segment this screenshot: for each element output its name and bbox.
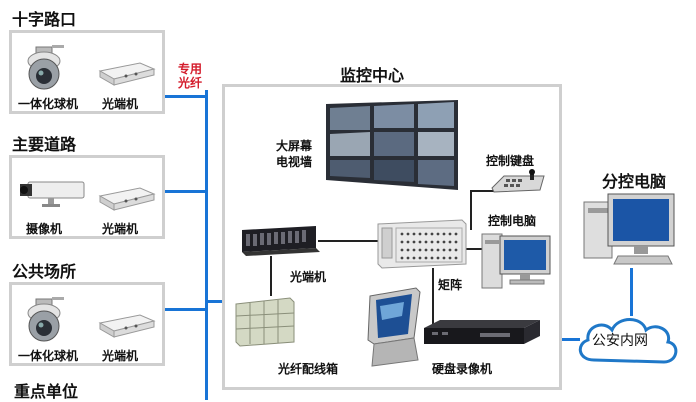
center-terminal-label: 光端机: [290, 270, 327, 284]
optical-terminal-icon: [98, 187, 156, 211]
video-wall-icon: [326, 100, 458, 190]
device-label-dome-camera-3: 一体化球机: [18, 349, 79, 363]
site-panel-main-road: 摄像机 光端机: [9, 155, 165, 239]
touch-screen-icon: [367, 287, 421, 367]
cable-terminal-to-matrix: [318, 240, 378, 242]
dome-camera-icon: [27, 297, 64, 342]
matrix-icon: [377, 219, 467, 269]
remote-pc-icon: [583, 193, 675, 265]
network-cloud-icon: [578, 318, 678, 364]
fiber-trunk-line: [205, 90, 208, 400]
fiber-label-line-1: 专用: [178, 62, 203, 76]
device-label-optical-terminal-3: 光端机: [102, 349, 139, 363]
site-title-key-unit: 重点单位: [14, 382, 79, 401]
fiber-distribution-box-icon: [235, 297, 295, 347]
fiber-branch-2: [163, 190, 207, 193]
dvr-icon: [424, 320, 540, 344]
cable-matrix-to-dvr: [432, 268, 434, 324]
site-panel-crossroad: 一体化球机 光端机: [9, 30, 165, 114]
video-wall-label-line-1: 大屏幕: [276, 139, 313, 153]
device-label-camera: 摄像机: [26, 222, 63, 236]
cable-terminal-to-box: [270, 256, 272, 296]
control-pc-icon: [481, 233, 551, 289]
fiber-branch-3: [163, 308, 207, 311]
device-label-optical-terminal-2: 光端机: [102, 222, 139, 236]
control-keyboard-icon: [491, 169, 545, 193]
site-panel-public-place: 一体化球机 光端机: [9, 282, 165, 366]
rack-terminal-icon: [242, 226, 320, 256]
fiber-label-line-2: 光纤: [178, 76, 203, 90]
cable-matrix-to-keyboard: [470, 190, 472, 230]
cable-matrix-to-pc: [462, 248, 484, 250]
site-title-public-place: 公共场所: [12, 262, 77, 281]
device-label-optical-terminal-1: 光端机: [102, 97, 139, 111]
fiber-label: 专用 光纤: [178, 62, 202, 90]
matrix-label: 矩阵: [438, 278, 463, 292]
remote-pc-link: [630, 268, 633, 316]
cable-keyboard-h: [470, 190, 494, 192]
remote-pc-title: 分控电脑: [602, 172, 667, 191]
site-title-main-road: 主要道路: [12, 135, 77, 154]
keyboard-label: 控制键盘: [486, 154, 535, 168]
optical-terminal-icon: [98, 62, 156, 86]
device-label-dome-camera-1: 一体化球机: [18, 97, 79, 111]
network-label: 公安内网: [592, 333, 648, 349]
center-title: 监控中心: [340, 66, 405, 85]
dvr-label: 硬盘录像机: [432, 362, 493, 376]
fiber-to-center: [205, 300, 233, 303]
network-to-center-link: [558, 338, 580, 341]
optical-terminal-icon: [98, 314, 156, 338]
site-title-crossroad: 十字路口: [12, 10, 77, 29]
control-pc-label: 控制电脑: [488, 214, 537, 228]
fiber-box-label: 光纤配线箱: [278, 362, 339, 376]
video-wall-label-line-2: 电视墙: [276, 155, 313, 169]
box-camera-icon: [20, 181, 85, 207]
fiber-branch-1: [163, 95, 207, 98]
dome-camera-icon: [27, 45, 64, 90]
video-wall-label: 大屏幕 电视墙: [276, 138, 312, 170]
